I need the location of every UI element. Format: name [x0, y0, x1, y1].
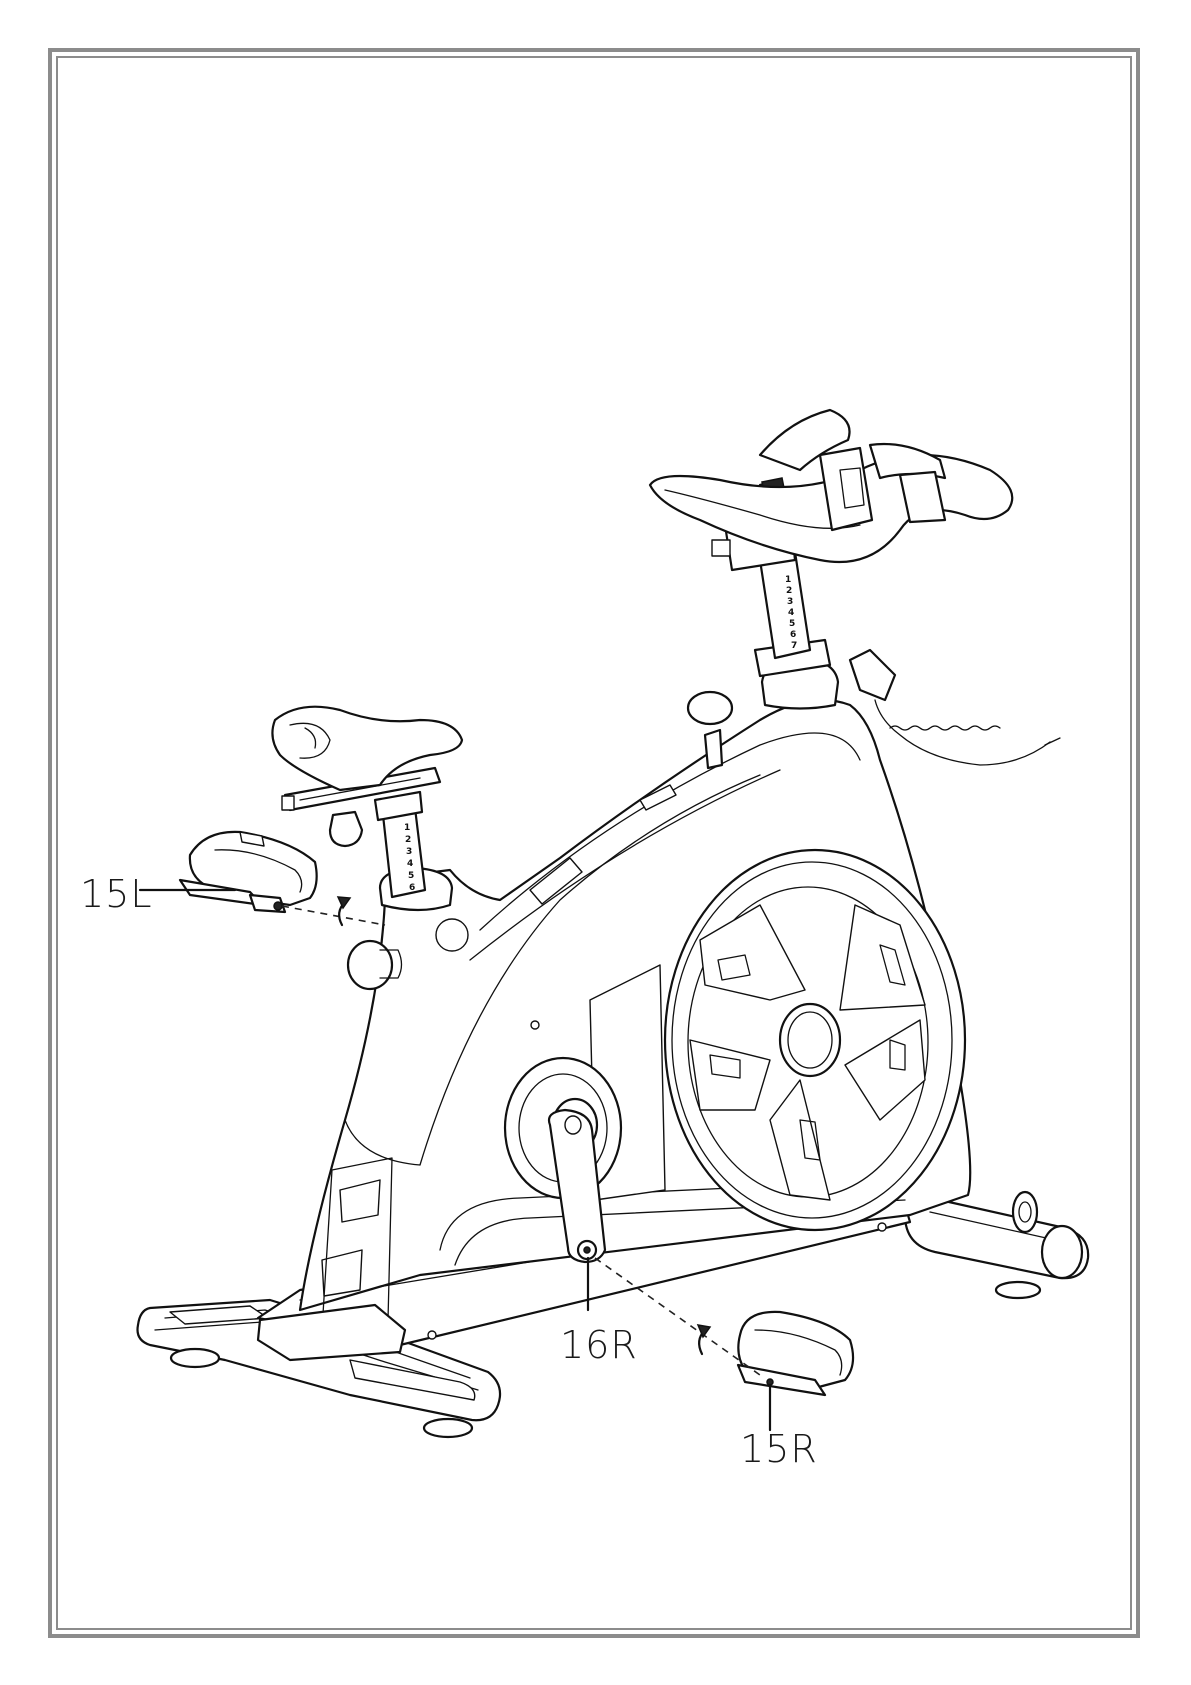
seat-post-scale-5: 5 — [408, 871, 414, 881]
left-pedal-axis-line — [282, 906, 385, 925]
seat-post-scale-6: 6 — [409, 883, 415, 893]
handlebar-scale-2: 2 — [786, 586, 792, 596]
handlebar-scale-7: 7 — [791, 641, 797, 651]
handlebar-scale-1: 1 — [785, 575, 791, 585]
flywheel — [665, 850, 965, 1230]
callout-16R: 16R — [560, 1323, 638, 1367]
seat-post-scale-2: 2 — [405, 835, 411, 845]
seat-post-scale-1: 1 — [404, 823, 410, 833]
seat-post-scale-3: 3 — [406, 847, 412, 857]
handlebar-scale-4: 4 — [788, 608, 794, 618]
seat-post-scale-4: 4 — [407, 859, 413, 869]
callout-15L: 15L — [80, 872, 153, 916]
right-pedal — [738, 1312, 853, 1395]
callout-15R: 15R — [740, 1427, 818, 1471]
handlebar-scale-5: 5 — [789, 619, 795, 629]
handlebar-scale-6: 6 — [790, 630, 796, 640]
left-pedal — [180, 832, 317, 912]
handlebar-scale-3: 3 — [787, 597, 793, 607]
